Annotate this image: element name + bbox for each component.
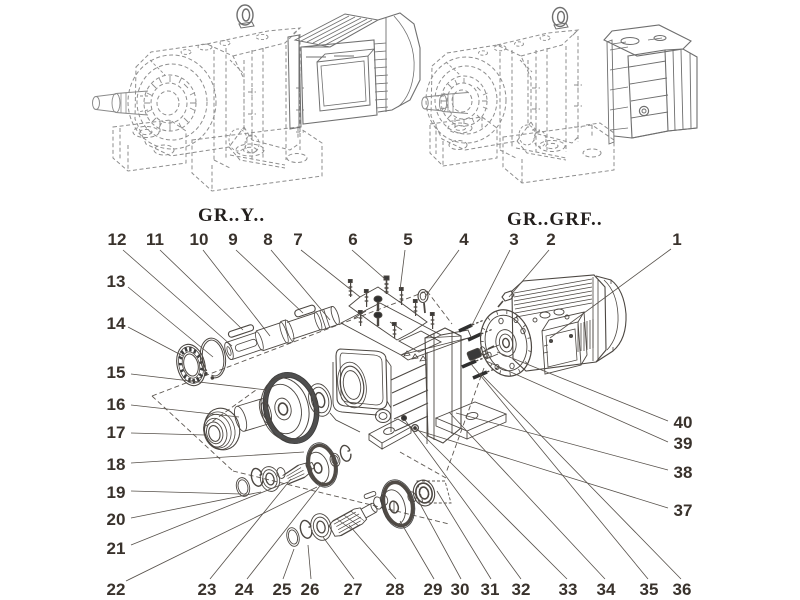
svg-text:23: 23	[198, 580, 217, 599]
svg-text:4: 4	[459, 230, 469, 249]
svg-text:30: 30	[451, 580, 470, 599]
svg-text:37: 37	[674, 501, 693, 520]
svg-text:11: 11	[146, 230, 164, 249]
svg-text:36: 36	[673, 580, 692, 599]
svg-text:29: 29	[424, 580, 443, 599]
svg-text:20: 20	[107, 510, 126, 529]
svg-text:GR..GRF..: GR..GRF..	[507, 209, 603, 230]
svg-text:26: 26	[301, 580, 320, 599]
svg-text:21: 21	[107, 539, 126, 558]
svg-text:16: 16	[107, 395, 126, 414]
svg-text:13: 13	[107, 272, 126, 291]
svg-text:38: 38	[674, 463, 693, 482]
svg-text:27: 27	[344, 580, 363, 599]
svg-text:5: 5	[403, 230, 412, 249]
svg-text:1: 1	[672, 230, 681, 249]
svg-text:10: 10	[190, 230, 209, 249]
svg-text:14: 14	[107, 314, 126, 333]
svg-text:33: 33	[559, 580, 578, 599]
svg-text:35: 35	[640, 580, 659, 599]
svg-text:28: 28	[386, 580, 405, 599]
svg-text:39: 39	[674, 434, 693, 453]
svg-text:15: 15	[107, 363, 126, 382]
svg-text:6: 6	[348, 230, 357, 249]
svg-text:31: 31	[481, 580, 500, 599]
svg-text:34: 34	[597, 580, 616, 599]
svg-text:25: 25	[273, 580, 292, 599]
svg-text:2: 2	[546, 230, 555, 249]
svg-text:7: 7	[293, 230, 302, 249]
svg-text:32: 32	[512, 580, 531, 599]
svg-text:9: 9	[228, 230, 237, 249]
svg-text:40: 40	[674, 413, 693, 432]
svg-text:24: 24	[235, 580, 254, 599]
svg-text:12: 12	[108, 230, 127, 249]
svg-text:22: 22	[107, 580, 126, 599]
svg-text:3: 3	[509, 230, 518, 249]
svg-text:17: 17	[107, 423, 126, 442]
svg-text:19: 19	[107, 483, 126, 502]
svg-text:8: 8	[263, 230, 272, 249]
svg-text:GR..Y..: GR..Y..	[198, 205, 265, 226]
svg-text:18: 18	[107, 455, 126, 474]
